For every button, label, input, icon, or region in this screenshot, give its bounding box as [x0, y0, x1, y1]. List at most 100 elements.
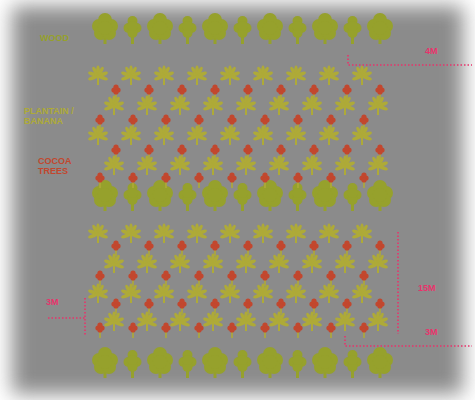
cocoa-tree	[326, 114, 335, 130]
cocoa-tree	[260, 114, 269, 130]
plantain-plant	[352, 224, 373, 244]
cocoa-tree	[128, 270, 137, 286]
cocoa-tree	[177, 240, 186, 256]
cocoa-tree	[210, 240, 219, 256]
plantain-plant	[236, 156, 257, 176]
plantain-plant	[352, 126, 373, 146]
wood-tree	[344, 183, 362, 211]
cocoa-tree	[359, 270, 368, 286]
wood-tree	[124, 16, 142, 44]
cocoa-tree	[326, 172, 335, 188]
wood-tree	[257, 180, 283, 211]
plantain-plant	[236, 96, 257, 116]
plantain-plant	[220, 284, 241, 304]
cocoa-tree	[194, 270, 203, 286]
plantain-plant	[121, 224, 142, 244]
plantain-plant	[302, 96, 323, 116]
wood-tree	[179, 183, 197, 211]
plantain-plant	[104, 96, 125, 116]
cocoa-tree	[326, 322, 335, 338]
plantain-plant	[203, 312, 224, 332]
cocoa-tree	[309, 84, 318, 100]
plantain-plant	[220, 66, 241, 86]
cocoa-tree	[359, 172, 368, 188]
cocoa-tree	[210, 144, 219, 160]
dimension-label: 3M	[46, 297, 59, 307]
cocoa-tree	[194, 322, 203, 338]
cocoa-tree	[375, 240, 384, 256]
cocoa-tree	[375, 298, 384, 314]
plantain-plant	[187, 66, 208, 86]
dimension-line	[345, 336, 472, 346]
plantain-plant	[104, 156, 125, 176]
plantain-plant	[104, 254, 125, 274]
plantain-plant	[302, 156, 323, 176]
cocoa-tree	[210, 298, 219, 314]
wood-tree	[92, 13, 118, 44]
plantain-plant	[121, 126, 142, 146]
cocoa-tree	[194, 172, 203, 188]
cocoa-tree	[161, 114, 170, 130]
cocoa-tree	[111, 298, 120, 314]
plantain-plant	[269, 96, 290, 116]
cocoa-tree	[375, 84, 384, 100]
cocoa-tree	[293, 270, 302, 286]
plantain-plant	[187, 284, 208, 304]
wood-tree	[202, 347, 228, 378]
plantain-plant	[302, 254, 323, 274]
cocoa-tree	[276, 144, 285, 160]
plantain-plant	[121, 284, 142, 304]
plantain-plant	[170, 312, 191, 332]
plantain-plant	[335, 96, 356, 116]
plantain-plant	[203, 156, 224, 176]
wood-tree	[344, 350, 362, 378]
plantain-plant	[88, 224, 109, 244]
cocoa-tree	[227, 172, 236, 188]
wood-tree	[257, 347, 283, 378]
plantain-plant	[319, 224, 340, 244]
cocoa-tree	[194, 114, 203, 130]
cocoa-tree	[177, 298, 186, 314]
plantain-plant	[203, 96, 224, 116]
legend-label: COCOA TREES	[38, 156, 78, 177]
cocoa-tree	[326, 270, 335, 286]
plantain-plant	[253, 284, 274, 304]
cocoa-tree	[227, 114, 236, 130]
cocoa-tree	[309, 298, 318, 314]
plantain-plant	[335, 156, 356, 176]
cocoa-tree	[95, 270, 104, 286]
cocoa-tree	[276, 240, 285, 256]
plantain-plant	[154, 284, 175, 304]
cocoa-tree	[293, 322, 302, 338]
cocoa-tree	[144, 84, 153, 100]
wood-tree	[367, 347, 393, 378]
cocoa-tree	[128, 114, 137, 130]
plantain-plant	[368, 156, 389, 176]
cocoa-tree	[359, 322, 368, 338]
wood-tree	[179, 350, 197, 378]
plantain-plant	[88, 126, 109, 146]
plantain-plant	[88, 66, 109, 86]
dimension-label: 3M	[425, 327, 438, 337]
cocoa-tree	[260, 322, 269, 338]
plantain-plant	[137, 96, 158, 116]
dimension-label: 4M	[425, 46, 438, 56]
cocoa-tree	[276, 298, 285, 314]
wood-tree	[147, 347, 173, 378]
plantain-plant	[236, 254, 257, 274]
plantain-plant	[121, 66, 142, 86]
plantain-plant	[352, 66, 373, 86]
cocoa-tree	[210, 84, 219, 100]
dimension-lines	[48, 55, 472, 346]
wood-tree	[289, 16, 307, 44]
cocoa-tree	[128, 322, 137, 338]
cocoa-tree	[243, 84, 252, 100]
cocoa-tree	[293, 114, 302, 130]
plantain-plant	[319, 66, 340, 86]
plantain-plant	[286, 284, 307, 304]
wood-tree	[147, 13, 173, 44]
plantain-plant	[187, 126, 208, 146]
plantain-plant	[352, 284, 373, 304]
